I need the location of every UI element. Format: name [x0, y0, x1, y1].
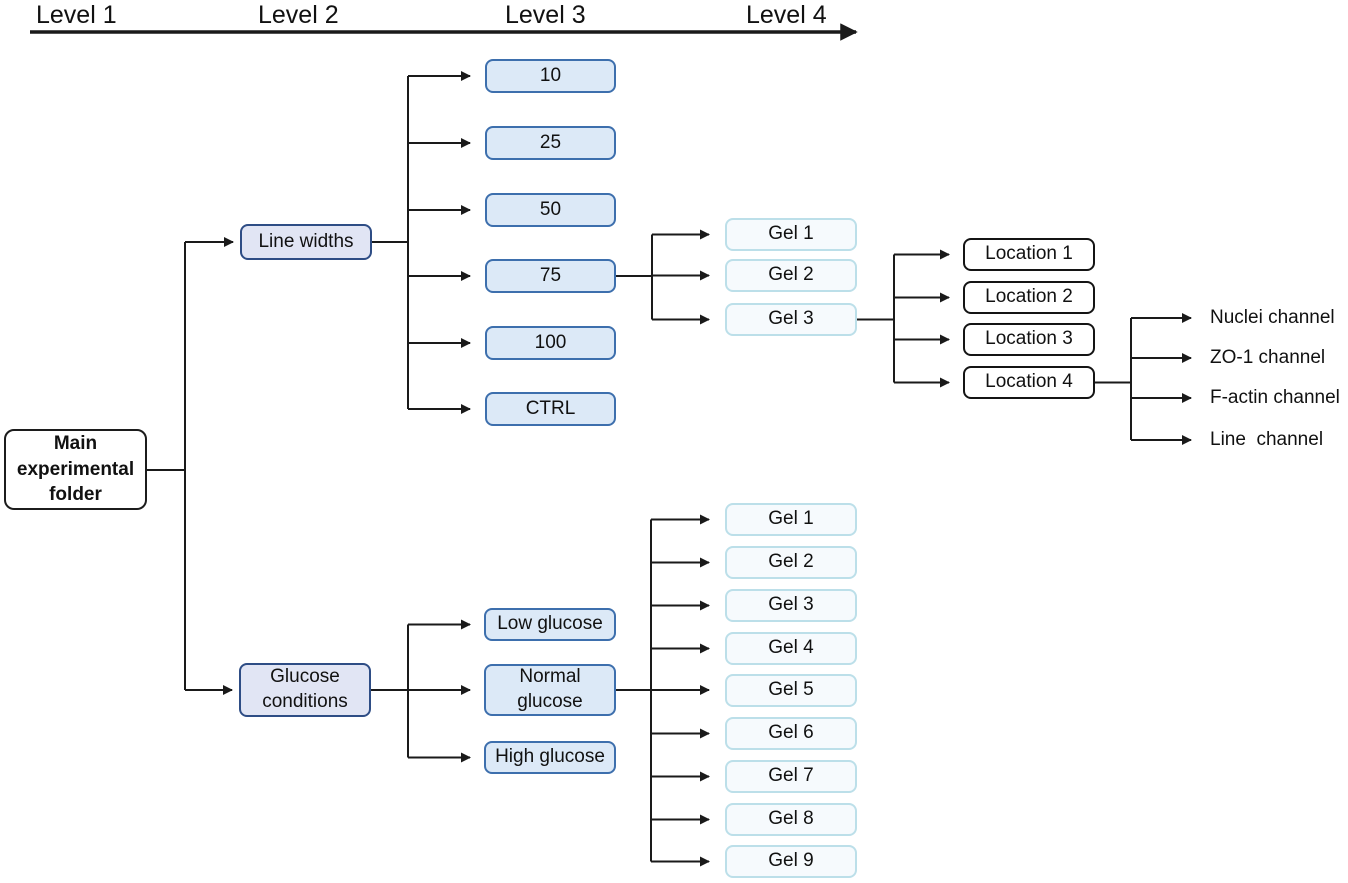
level-2-label: Level 2: [258, 1, 339, 29]
width-50-node: 50: [485, 193, 616, 227]
glucose-gel-5-node: Gel 5: [725, 674, 857, 707]
width-ctrl-node: CTRL: [485, 392, 616, 426]
location-3-node: Location 3: [963, 323, 1095, 356]
gel-3-node: Gel 3: [725, 303, 857, 336]
location-2-node: Location 2: [963, 281, 1095, 314]
connector-75-to-gels: [616, 229, 710, 325]
glucose-gel-3-node: Gel 3: [725, 589, 857, 622]
zo1-channel-label: ZO-1 channel: [1210, 347, 1326, 368]
connector-root-to-level2: [147, 237, 234, 695]
glucose-gel-4-node: Gel 4: [725, 632, 857, 665]
level-3-label: Level 3: [505, 1, 586, 29]
connector-linewidths-to-widths: [372, 71, 471, 414]
factin-channel-label: F-actin channel: [1210, 387, 1340, 408]
glucose-gel-1-node: Gel 1: [725, 503, 857, 536]
main-experimental-folder-node: Main experimental folder: [4, 429, 147, 510]
glucose-gel-7-node: Gel 7: [725, 760, 857, 793]
glucose-gel-9-node: Gel 9: [725, 845, 857, 878]
connector-location4-to-channels: [1095, 313, 1192, 445]
glucose-gel-6-node: Gel 6: [725, 717, 857, 750]
gel-2-node: Gel 2: [725, 259, 857, 292]
line-channel-label: Line channel: [1210, 429, 1324, 450]
location-1-node: Location 1: [963, 238, 1095, 271]
gel-1-node: Gel 1: [725, 218, 857, 251]
glucose-gel-8-node: Gel 8: [725, 803, 857, 836]
connector-normalglucose-to-gels: [616, 514, 710, 867]
width-25-node: 25: [485, 126, 616, 160]
high-glucose-node: High glucose: [484, 741, 616, 774]
glucose-conditions-node: Glucose conditions: [239, 663, 371, 717]
width-10-node: 10: [485, 59, 616, 93]
line-widths-node: Line widths: [240, 224, 372, 260]
normal-glucose-node: Normal glucose: [484, 664, 616, 716]
level-4-label: Level 4: [746, 1, 827, 29]
connector-glucose-to-conditions: [371, 619, 471, 763]
width-100-node: 100: [485, 326, 616, 360]
location-4-node: Location 4: [963, 366, 1095, 399]
level-1-label: Level 1: [36, 1, 117, 29]
nuclei-channel-label: Nuclei channel: [1210, 307, 1335, 328]
connector-gel3-to-locations: [857, 249, 950, 388]
glucose-gel-2-node: Gel 2: [725, 546, 857, 579]
width-75-node: 75: [485, 259, 616, 293]
low-glucose-node: Low glucose: [484, 608, 616, 641]
